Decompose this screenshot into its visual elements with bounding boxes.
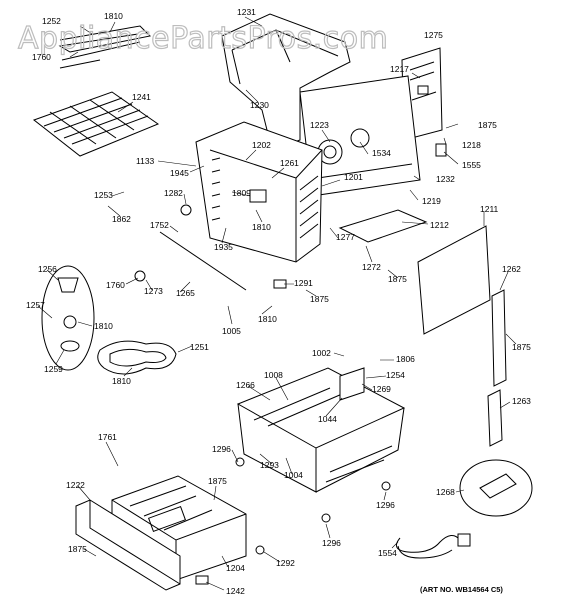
label-1002: 1002 <box>312 348 331 358</box>
label-1202: 1202 <box>252 140 271 150</box>
label-1044: 1044 <box>318 414 337 424</box>
label-1268: 1268 <box>436 487 455 497</box>
label-1211: 1211 <box>480 204 499 214</box>
label-1862: 1862 <box>112 214 131 224</box>
label-1269: 1269 <box>372 384 391 394</box>
oven-cavity-1201 <box>195 121 323 263</box>
label-1212: 1212 <box>430 220 449 230</box>
lamp-assembly-1256 <box>41 265 95 371</box>
label-1296-c: 1296 <box>322 538 341 548</box>
label-1223: 1223 <box>310 120 329 130</box>
label-1222: 1222 <box>66 480 85 490</box>
label-1875-c: 1875 <box>310 294 329 304</box>
label-1761: 1761 <box>98 432 117 442</box>
label-1760: 1760 <box>32 52 51 62</box>
label-1204: 1204 <box>226 563 245 573</box>
label-1251: 1251 <box>190 342 209 352</box>
label-1133: 1133 <box>136 156 155 166</box>
art-number: (ART NO. WB14564 C5) <box>420 585 503 594</box>
label-1230: 1230 <box>250 100 269 110</box>
label-1809: 1809 <box>232 188 251 198</box>
label-1810: 1810 <box>104 11 123 21</box>
label-1293: 1293 <box>260 460 279 470</box>
label-1875-e: 1875 <box>208 476 227 486</box>
label-1219: 1219 <box>422 196 441 206</box>
label-1534: 1534 <box>372 148 391 158</box>
label-1875-b: 1875 <box>388 274 407 284</box>
label-1218: 1218 <box>462 140 481 150</box>
label-1810-b: 1810 <box>252 222 271 232</box>
power-cord-1554 <box>395 533 471 559</box>
detail-circle-1268 <box>459 459 533 517</box>
outer-wrap-1231 <box>221 13 351 151</box>
label-1253: 1253 <box>94 190 113 200</box>
label-1257: 1257 <box>26 300 45 310</box>
oven-rack-1241 <box>32 91 160 157</box>
rod-1265 <box>159 231 247 291</box>
bake-element-1251 <box>97 340 177 375</box>
label-1291: 1291 <box>294 278 313 288</box>
trim-strip-1263 <box>487 389 503 447</box>
trim-strip-1262 <box>491 289 507 387</box>
label-1555: 1555 <box>462 160 481 170</box>
label-1231: 1231 <box>237 7 256 17</box>
label-1266: 1266 <box>236 380 255 390</box>
label-1296-a: 1296 <box>212 444 231 454</box>
label-1875-f: 1875 <box>68 544 87 554</box>
label-1252: 1252 <box>42 16 61 26</box>
side-panel-1211 <box>417 225 491 335</box>
label-1810-e: 1810 <box>112 376 131 386</box>
label-1259: 1259 <box>44 364 63 374</box>
label-1241: 1241 <box>132 92 151 102</box>
label-1554: 1554 <box>378 548 397 558</box>
broil-element-1252 <box>58 25 152 69</box>
label-1254: 1254 <box>386 370 405 380</box>
label-1806: 1806 <box>396 354 415 364</box>
label-1263: 1263 <box>512 396 531 406</box>
label-1008: 1008 <box>264 370 283 380</box>
label-1232: 1232 <box>436 174 455 184</box>
label-1265: 1265 <box>176 288 195 298</box>
label-1201: 1201 <box>344 172 363 182</box>
label-1277: 1277 <box>336 232 355 242</box>
label-1262: 1262 <box>502 264 521 274</box>
label-1217: 1217 <box>390 64 409 74</box>
label-1296-b: 1296 <box>376 500 395 510</box>
label-1272: 1272 <box>362 262 381 272</box>
bracket-1254 <box>339 367 365 401</box>
label-1005: 1005 <box>222 326 241 336</box>
label-1810-d: 1810 <box>258 314 277 324</box>
label-1935: 1935 <box>214 242 233 252</box>
watermark-text: AppliancePartsPros.com <box>18 21 388 56</box>
label-1760-b: 1760 <box>106 280 125 290</box>
label-1256: 1256 <box>38 264 57 274</box>
label-1945: 1945 <box>170 168 189 178</box>
label-1242: 1242 <box>226 586 245 596</box>
label-1292: 1292 <box>276 558 295 568</box>
label-1261: 1261 <box>280 158 299 168</box>
part-labels: 1252 1810 1760 1241 1231 1230 1275 1217 … <box>26 7 531 596</box>
label-1282: 1282 <box>164 188 183 198</box>
label-1275: 1275 <box>424 30 443 40</box>
label-1810-c: 1810 <box>94 321 113 331</box>
label-1875-d: 1875 <box>512 342 531 352</box>
label-1004: 1004 <box>284 470 303 480</box>
label-1752: 1752 <box>150 220 169 230</box>
leader-lines <box>37 16 517 591</box>
bottom-tray-1212 <box>338 209 428 243</box>
label-1875-a: 1875 <box>478 120 497 130</box>
label-1273: 1273 <box>144 286 163 296</box>
